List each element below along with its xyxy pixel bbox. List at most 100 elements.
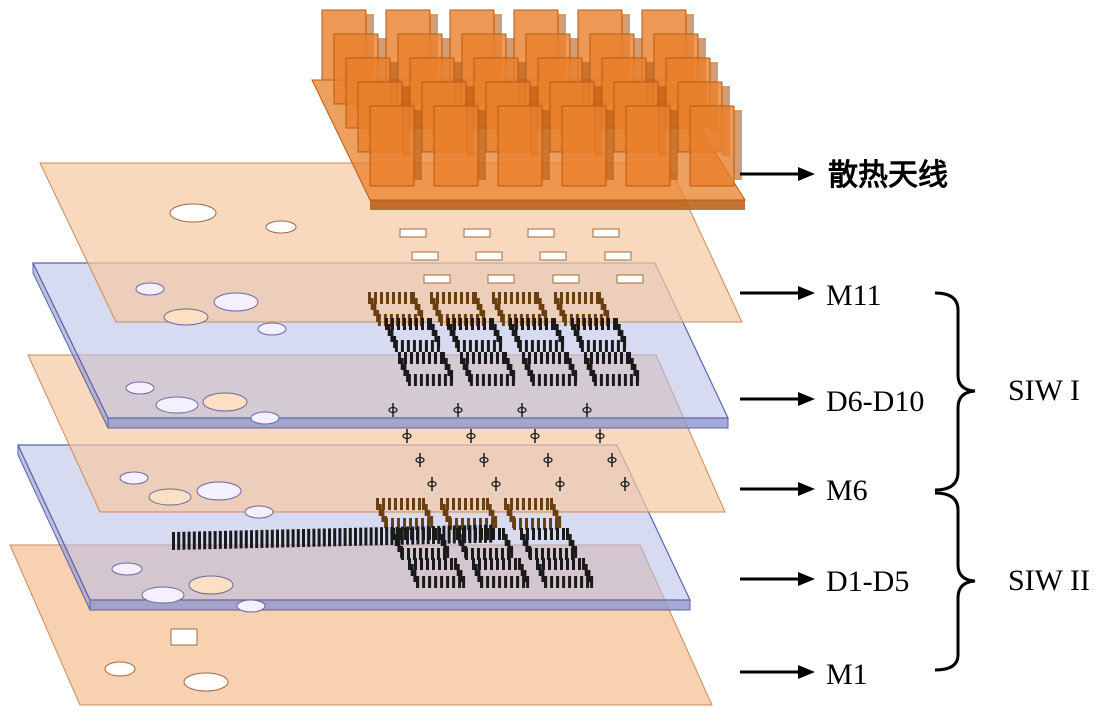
via-post [561, 374, 565, 386]
feed-via-post [364, 527, 368, 546]
via-post [422, 576, 426, 588]
coupling-pin-ring [479, 456, 489, 464]
via-post [478, 558, 481, 570]
via-post [512, 516, 516, 528]
feed-via-post [421, 526, 425, 545]
heatsink-fin [689, 105, 735, 187]
via-post [540, 352, 543, 364]
via-post [419, 374, 423, 386]
via-post [377, 314, 381, 326]
via-post [412, 340, 416, 352]
via-post [510, 546, 514, 558]
via-post [552, 352, 555, 364]
via-post [403, 518, 406, 530]
via-post [548, 340, 552, 352]
via-post [397, 518, 400, 530]
heatsink-base-edge [370, 200, 745, 210]
via-post [589, 364, 593, 376]
via-post [447, 364, 451, 376]
feed-via-post [426, 526, 430, 545]
via-post [444, 358, 448, 370]
feed-via-post [302, 529, 305, 547]
via-post [447, 318, 450, 330]
via-post [439, 314, 443, 326]
via-post [376, 310, 380, 322]
via-post [536, 558, 539, 570]
via-post [629, 374, 633, 386]
coupling-pin-ring [402, 432, 412, 440]
heatsink-fin-side [670, 110, 678, 180]
via-post [613, 318, 616, 330]
feed-via-post [473, 525, 477, 544]
coupling-pins [388, 403, 630, 491]
via-post [534, 498, 537, 510]
via-post [571, 540, 575, 552]
via-post [448, 292, 451, 304]
feed-via-post [213, 531, 217, 550]
via-post [615, 318, 618, 330]
via-post [373, 304, 377, 316]
via-post [475, 374, 479, 386]
label-d1-d5: D1-D5 [826, 565, 909, 598]
via-post [421, 318, 424, 330]
via-post [498, 528, 501, 540]
via-post [578, 558, 581, 570]
via-post [418, 498, 421, 510]
via-post [600, 298, 604, 310]
via-post [528, 498, 531, 510]
via-post [486, 498, 489, 510]
via-post [478, 352, 481, 364]
via-post [489, 548, 492, 560]
via-post [602, 352, 605, 364]
coupling-pin-ring [466, 432, 476, 440]
via-post [577, 318, 580, 330]
feed-via-post [359, 527, 363, 546]
via-post [544, 310, 548, 322]
via-post [477, 548, 480, 560]
via-post [509, 364, 513, 376]
via-post [576, 330, 580, 342]
via-array-siw-i [368, 292, 640, 386]
via-post [538, 528, 541, 540]
via-post [416, 352, 419, 364]
via-post [449, 324, 453, 336]
via-post [410, 564, 414, 576]
feed-via-post [406, 526, 409, 545]
via-post [509, 510, 513, 522]
via-post [502, 558, 505, 570]
via-post [590, 292, 593, 304]
via-post [528, 352, 531, 364]
via-post [450, 370, 454, 382]
via-post [414, 558, 417, 570]
via-post [598, 292, 601, 304]
heatsink-fin [497, 105, 543, 187]
via-post [434, 330, 438, 342]
via-post [492, 528, 495, 540]
via-post [601, 318, 604, 330]
via-post [484, 558, 487, 570]
via-post [547, 548, 550, 560]
via-post [550, 576, 554, 588]
via-post [466, 352, 469, 364]
via-post [417, 304, 421, 316]
via-post [442, 352, 445, 364]
via-post [539, 318, 542, 330]
heatsink-fin [369, 105, 415, 187]
via-post [487, 374, 491, 386]
via-post [440, 498, 443, 510]
via-post [611, 374, 615, 386]
feed-via-post [447, 525, 451, 544]
via-post [633, 364, 637, 376]
via-post [394, 340, 398, 352]
via-post [572, 558, 575, 570]
via-post [574, 370, 578, 382]
feed-via-post [296, 529, 300, 548]
via-post [504, 352, 507, 364]
coupling-pin-ring [607, 456, 617, 464]
via-post [543, 374, 547, 386]
via-post [368, 292, 371, 304]
feed-via-post [218, 530, 222, 549]
via-post [514, 558, 517, 570]
via-post [571, 364, 575, 376]
feed-via-post [250, 530, 253, 549]
